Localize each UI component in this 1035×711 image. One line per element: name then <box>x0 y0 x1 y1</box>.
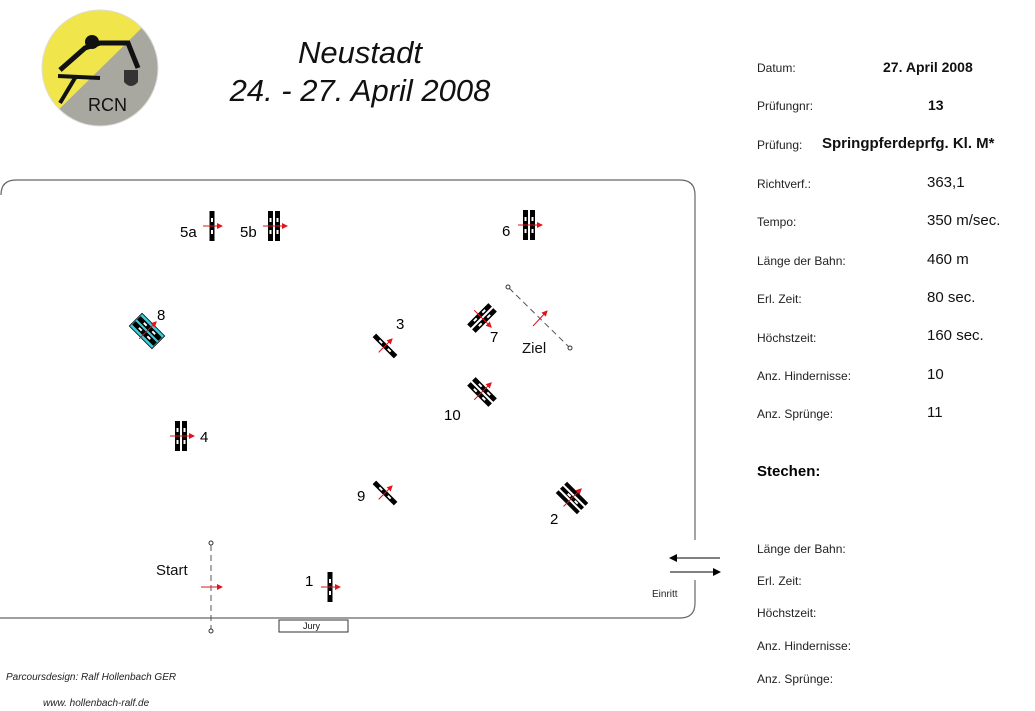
label-richtverf: Richtverf.: <box>757 177 812 191</box>
jump-4 <box>170 421 194 451</box>
finish-line <box>505 284 573 351</box>
jump-5a-label: 5a <box>180 224 197 241</box>
arena: Einritt Start Ziel Jury 1 2 3 4 5a 5b 6 <box>0 179 721 634</box>
jump-1-label: 1 <box>305 573 313 590</box>
label-datum: Datum: <box>757 61 796 75</box>
designer-website[interactable]: www. hollenbach-ralf.de <box>43 698 150 709</box>
stechen-hindernisse: Anz. Hindernisse: <box>757 639 852 653</box>
event-dates: 24. - 27. April 2008 <box>229 73 491 108</box>
jump-9-label: 9 <box>357 488 365 505</box>
jump-9 <box>368 475 403 510</box>
jump-8-water <box>128 310 168 350</box>
value-hindernisse: 10 <box>927 366 944 383</box>
stechen-title: Stechen: <box>757 463 821 480</box>
label-pruefungnr: Prüfungnr: <box>757 99 814 113</box>
jump-5b-label: 5b <box>240 224 257 241</box>
club-logo: RCN <box>41 9 159 127</box>
jump-3 <box>368 328 403 363</box>
value-laenge: 460 m <box>927 251 969 268</box>
value-richtverf: 363,1 <box>927 174 965 191</box>
jump-10-label: 10 <box>444 407 461 424</box>
entry-label: Einritt <box>652 589 678 600</box>
stechen-hoechstzeit: Höchstzeit: <box>757 606 817 620</box>
jump-1 <box>321 572 340 602</box>
jury-box <box>278 619 349 633</box>
designer-credit: Parcoursdesign: Ralf Hollenbach GER <box>6 672 177 683</box>
jump-10 <box>464 372 502 410</box>
jump-3-label: 3 <box>396 316 404 333</box>
jump-8-label: 8 <box>157 307 165 324</box>
jump-6 <box>518 210 542 240</box>
stechen-erl-zeit: Erl. Zeit: <box>757 574 802 588</box>
jump-7-label: 7 <box>490 329 498 346</box>
label-tempo: Tempo: <box>757 215 797 229</box>
label-hoechstzeit: Höchstzeit: <box>757 331 817 345</box>
start-label: Start <box>156 562 189 579</box>
arena-fence <box>0 179 696 619</box>
logo-initials: RCN <box>88 95 127 115</box>
event-place: Neustadt <box>297 35 423 70</box>
label-laenge: Länge der Bahn: <box>757 254 846 268</box>
jump-5b <box>263 211 287 241</box>
label-erl-zeit: Erl. Zeit: <box>757 292 802 306</box>
jump-2-label: 2 <box>550 511 558 528</box>
jump-6-label: 6 <box>502 223 510 240</box>
jury-label: Jury <box>303 621 321 631</box>
label-pruefung: Prüfung: <box>757 138 803 152</box>
value-spruenge: 11 <box>927 404 943 421</box>
jump-2 <box>553 478 592 517</box>
label-spruenge: Anz. Sprünge: <box>757 407 834 421</box>
stechen-spruenge: Anz. Sprünge: <box>757 672 834 686</box>
value-pruefung: Springpferdeprfg. Kl. M* <box>822 135 995 152</box>
value-tempo: 350 m/sec. <box>927 212 1001 229</box>
jump-4-label: 4 <box>200 429 208 446</box>
value-hoechstzeit: 160 sec. <box>927 327 984 344</box>
label-hindernisse: Anz. Hindernisse: <box>757 369 852 383</box>
stechen-laenge: Länge der Bahn: <box>757 542 846 556</box>
value-datum: 27. April 2008 <box>883 59 973 75</box>
jump-5a <box>203 211 222 241</box>
value-erl-zeit: 80 sec. <box>927 289 976 306</box>
start-line <box>201 540 223 634</box>
value-pruefungnr: 13 <box>928 97 944 113</box>
finish-label: Ziel <box>522 340 546 357</box>
